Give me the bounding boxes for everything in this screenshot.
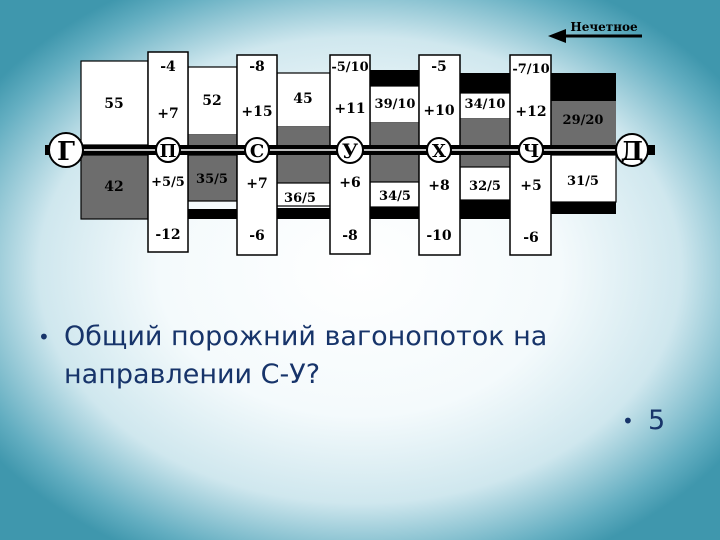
svg-text:П: П [160,141,177,162]
answer-item: • 5 [618,402,665,440]
station-value: +6 [339,175,360,191]
section-bottom-label: 31/5 [567,174,599,189]
section-top-label: 45 [293,91,312,107]
section-top-label: 34/10 [465,97,506,112]
station-value: -4 [160,59,176,75]
section-g-p [80,60,149,220]
station-value: -12 [155,227,180,243]
station-value: -8 [342,228,358,244]
station-value: +10 [423,103,454,119]
question-text: Общий порожний вагонопоток на направлени… [64,321,548,390]
answer-text: 5 [648,405,666,436]
section-u-x [369,70,420,219]
station-value: +12 [515,104,546,120]
section-bottom-label: 34/5 [379,189,411,204]
section-top-label: 29/20 [563,113,604,128]
station-ch: Ч [518,137,544,163]
station-d: Д [615,133,649,167]
svg-text:Г: Г [57,137,75,167]
station-value: +5 [520,178,541,194]
question-list: • Общий порожний вагонопоток на направле… [34,318,684,394]
svg-text:С: С [250,141,264,162]
station-value: -5/10 [331,60,368,75]
station-value: -5 [431,59,447,75]
bullet-icon: • [38,325,50,349]
section-top-label: 55 [104,96,123,112]
station-s: С [244,137,270,163]
station-g: Г [48,132,84,168]
section-bottom-label: 42 [104,179,123,195]
svg-text:У: У [342,139,358,163]
station-value: +8 [428,178,449,194]
question-item: • Общий порожний вагонопоток на направле… [34,318,684,394]
section-top-label: 52 [202,93,221,109]
section-bottom-label: 32/5 [469,179,501,194]
station-u: У [336,136,364,164]
section-bottom-label: 36/5 [284,191,316,206]
bullet-icon: • [622,409,634,433]
station-value: +11 [334,101,365,117]
station-value: +7 [157,106,178,122]
section-x-ch [459,73,511,219]
station-value: -6 [249,228,265,244]
station-x: Х [426,137,452,163]
svg-text:Д: Д [620,137,643,167]
station-value: -8 [249,59,265,75]
section-p-s [187,66,238,219]
svg-text:Х: Х [432,141,446,162]
section-bottom-label: 35/5 [196,172,228,187]
station-value: +15 [241,104,272,120]
section-top-label: 39/10 [375,97,416,112]
station-value: +7 [246,176,267,192]
car-flow-diagram: Нечетное [45,20,655,256]
direction-arrow [548,29,642,43]
station-value: -7/10 [512,62,549,77]
station-value: +5/5 [151,175,185,190]
station-p: П [155,137,181,163]
station-value: -6 [523,230,539,246]
svg-text:Ч: Ч [523,141,539,162]
direction-label: Нечетное [570,20,638,34]
station-value: -10 [426,228,452,244]
section-ch-d [550,73,617,214]
